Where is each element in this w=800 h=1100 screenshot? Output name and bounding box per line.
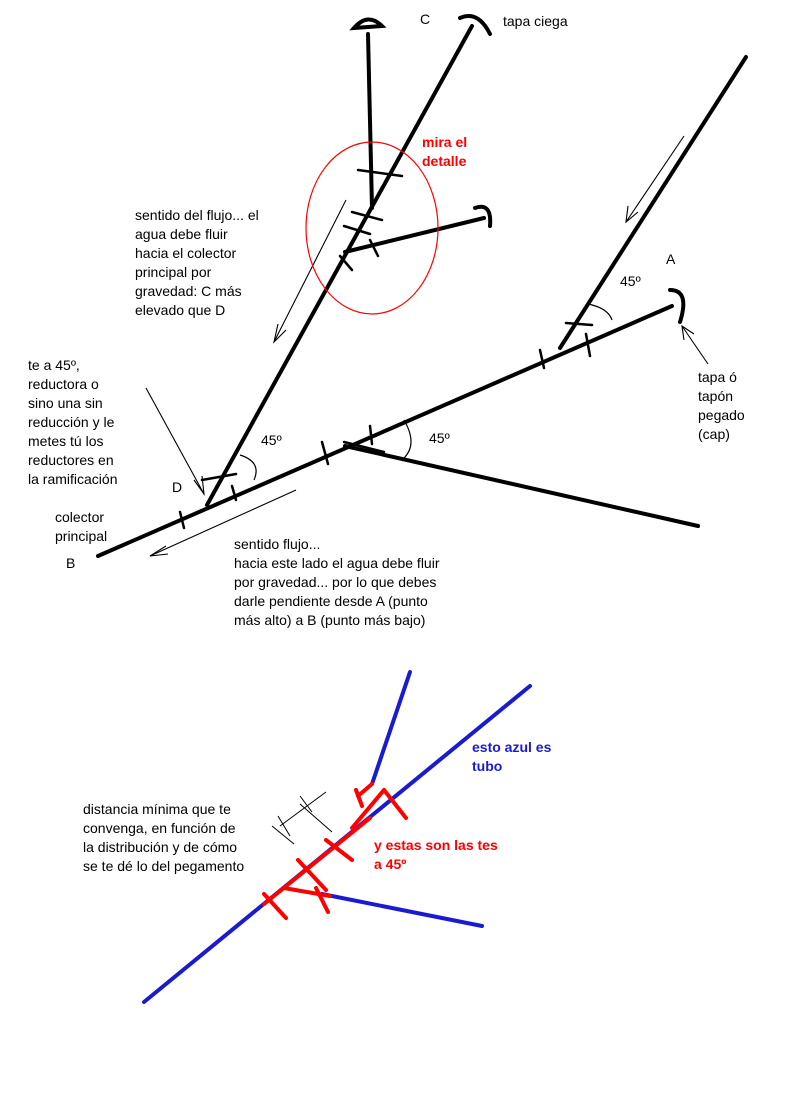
label-blind-cap: tapa ciega (503, 13, 568, 29)
label-a: A (666, 251, 676, 267)
label-blue-tube: esto azul es tubo (472, 739, 552, 774)
main-collector-pipe (96, 304, 674, 558)
flow-arrow-3 (149, 489, 297, 557)
label-tees: y estas son las tes a 45º (374, 837, 498, 872)
branch-pipe-small (343, 216, 486, 254)
angle-arc-d (239, 454, 257, 481)
detail-circle (305, 141, 439, 315)
flow-arrow-1 (273, 199, 347, 343)
label-min-distance: distancia mínima que te convenga, en fun… (83, 801, 245, 874)
flow-arrow-2 (625, 135, 685, 223)
label-see-detail: mira el detalle (422, 134, 468, 169)
label-b: B (66, 555, 76, 571)
distance-dimension (279, 791, 327, 827)
label-angle-d: 45º (261, 432, 282, 448)
label-c: C (420, 11, 431, 27)
label-tee-45: te a 45º, reductora o sino una sin reduc… (28, 357, 118, 487)
label-d: D (172, 479, 183, 495)
label-main-collector: colector principal (55, 509, 108, 544)
label-flow-note: sentido flujo... hacia este lado el agua… (234, 536, 440, 628)
pointer-te (145, 387, 205, 495)
cap-a-icon (668, 288, 686, 324)
cap-small-branch-icon (473, 204, 493, 228)
detail-tube-upper (370, 670, 412, 786)
angle-arc-mid (403, 419, 412, 459)
pointer-cap-a (681, 325, 709, 365)
label-angle-a: 45º (620, 273, 641, 289)
branch-pipe-upper-right (558, 55, 748, 350)
branch-pipe-c (366, 32, 374, 210)
detail-tee-main (262, 816, 372, 906)
detail-tube-lower (320, 892, 484, 928)
branch-pipe-d-to-cap (205, 24, 474, 507)
angle-arc-a (587, 303, 613, 321)
cap-c-icon (349, 17, 387, 31)
label-cap: tapa ó tapón pegado (cap) (698, 369, 745, 442)
blind-cap-icon (458, 14, 492, 36)
label-flow-direction: sentido del flujo... el agua debe fluir … (135, 207, 259, 318)
branch-pipe-lower-right (343, 444, 700, 528)
label-angle-mid: 45º (429, 430, 450, 446)
